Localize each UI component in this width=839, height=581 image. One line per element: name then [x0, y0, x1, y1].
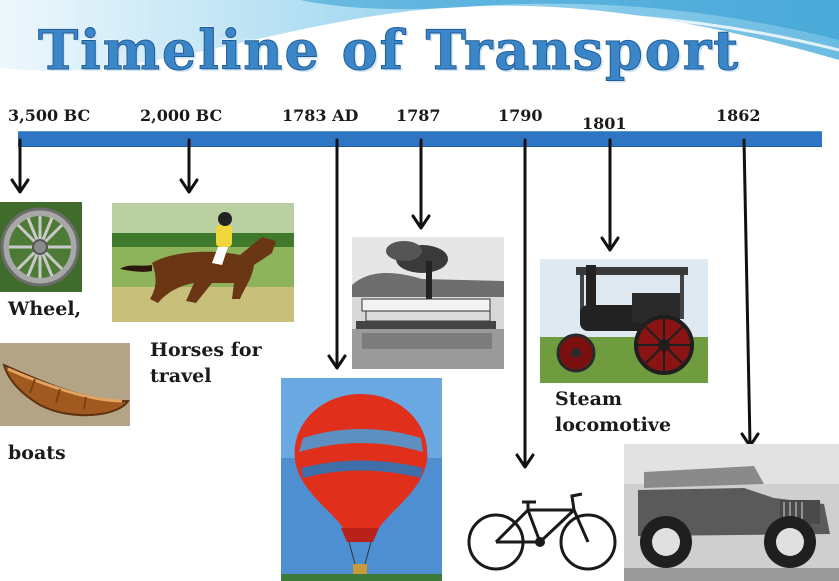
- horse-image: [112, 203, 294, 322]
- horses-label: Horses for travel: [150, 339, 262, 387]
- steam-locomotive-label: Steam locomotive: [555, 388, 672, 436]
- car-image: [624, 444, 839, 581]
- timeline-date: 2,000 BC: [140, 106, 223, 125]
- arrow-1783: [327, 138, 347, 370]
- arrow-2000bc: [179, 138, 199, 194]
- arrow-1787: [411, 138, 431, 230]
- page-title: Timeline of Transport: [37, 18, 741, 83]
- steamboat-image: [352, 237, 504, 369]
- boat-image: [0, 343, 130, 426]
- timeline-date: 1787: [396, 106, 441, 125]
- timeline-date: 1790: [498, 106, 543, 125]
- balloon-image: [281, 378, 442, 581]
- timeline-date: 1783 AD: [282, 106, 359, 125]
- arrow-3500bc: [10, 138, 30, 194]
- arrow-1801: [600, 138, 620, 252]
- arrow-1862: [740, 138, 760, 448]
- bicycle-image: [462, 480, 622, 581]
- arrow-1790: [515, 138, 535, 469]
- timeline-date: 1862: [716, 106, 761, 125]
- boats-label: boats: [8, 442, 66, 464]
- timeline-date: 1801: [582, 114, 627, 133]
- steam-locomotive-image: [540, 259, 708, 383]
- header-wave: [0, 0, 839, 80]
- wheel-label: Wheel,: [8, 298, 82, 320]
- timeline-date: 3,500 BC: [8, 106, 91, 125]
- wheel-image: [0, 202, 82, 292]
